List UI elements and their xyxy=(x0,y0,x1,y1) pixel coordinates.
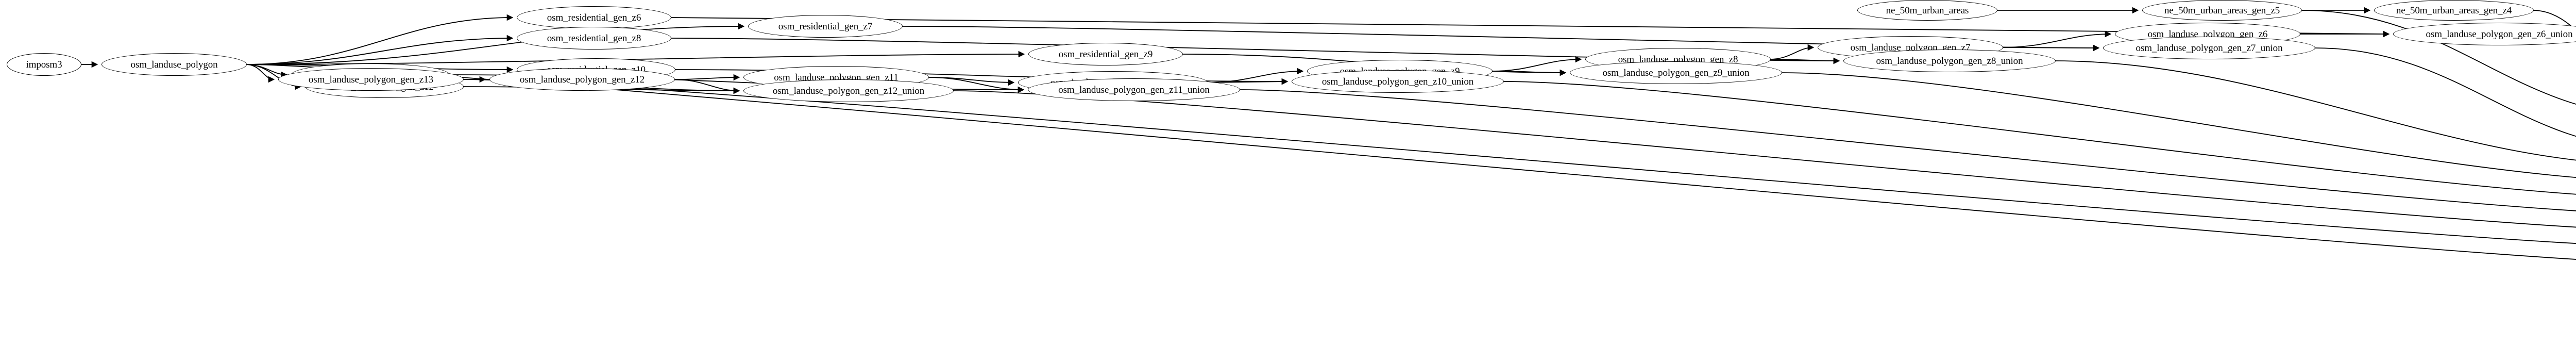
graph-edge xyxy=(673,74,740,81)
graph-node-osm-landuse-polygon-gen-z8-union[interactable]: osm_landuse_polygon_gen_z8_union xyxy=(1843,50,2056,72)
graph-node-osm-residential-gen-z9[interactable]: osm_residential_gen_z9 xyxy=(1028,43,1183,65)
graph-node-osm-landuse-polygon-gen-z13[interactable]: osm_landuse_polygon_gen_z13 xyxy=(278,68,464,91)
graph-node-ne-50m-urban-areas[interactable]: ne_50m_urban_areas xyxy=(1857,0,1997,21)
graph-node-osm-landuse-polygon-gen-z6-union[interactable]: osm_landuse_polygon_gen_z6_union xyxy=(2393,23,2576,45)
graph-edge xyxy=(2314,47,2576,137)
graph-edge xyxy=(245,23,745,65)
graph-edge xyxy=(245,64,2576,260)
graph-edge xyxy=(1206,68,1304,83)
graph-node-label: osm_landuse_polygon_gen_z11_union xyxy=(1058,84,1210,95)
graph-node-label: osm_landuse_polygon_gen_z12 xyxy=(519,74,645,85)
graph-edge xyxy=(1769,44,1815,60)
graph-node-ne-50m-urban-areas-gen-z5[interactable]: ne_50m_urban_areas_gen_z5 xyxy=(2142,0,2302,21)
graph-node-osm-landuse-polygon-gen-z10-union[interactable]: osm_landuse_polygon_gen_z10_union xyxy=(1292,70,1504,93)
graph-node-osm-landuse-polygon-gen-z9-union[interactable]: osm_landuse_polygon_gen_z9_union xyxy=(1570,61,1782,84)
graph-node-imposm3[interactable]: imposm3 xyxy=(7,53,81,76)
graph-node-ne-50m-urban-areas-gen-z4[interactable]: ne_50m_urban_areas_gen_z4 xyxy=(2374,0,2534,21)
graph-node-osm-landuse-polygon-gen-z11-union[interactable]: osm_landuse_polygon_gen_z11_union xyxy=(1028,78,1240,101)
graph-edge xyxy=(927,77,1015,86)
graph-node-label: osm_landuse_polygon_gen_z8_union xyxy=(1876,55,2023,67)
graph-node-osm-landuse-polygon[interactable]: osm_landuse_polygon xyxy=(101,53,247,76)
graph-node-label: osm_landuse_polygon_gen_z6_union xyxy=(2426,28,2573,40)
graph-node-label: osm_landuse_polygon_gen_z6 xyxy=(2147,28,2268,40)
graph-node-label: osm_landuse_polygon_gen_z10_union xyxy=(1321,76,1474,87)
graph-edge xyxy=(1491,56,1582,72)
graph-node-label: ne_50m_urban_areas_gen_z4 xyxy=(2396,5,2512,16)
graph-edge xyxy=(1206,78,1289,85)
graph-edge xyxy=(1781,72,2576,178)
graph-node-label: ne_50m_urban_areas_gen_z5 xyxy=(2164,5,2280,16)
graph-node-label: imposm3 xyxy=(26,59,62,70)
graph-edge xyxy=(952,90,2576,228)
graph-edge xyxy=(673,79,740,94)
graph-node-label: ne_50m_urban_areas xyxy=(1886,5,1969,16)
graph-edge xyxy=(2002,44,2100,52)
graph-edge xyxy=(1239,89,2576,211)
graph-node-label: osm_residential_gen_z6 xyxy=(547,12,641,23)
graph-edge xyxy=(245,14,514,65)
graph-node-label: osm_landuse_polygon xyxy=(130,59,218,70)
graph-edge xyxy=(245,64,288,78)
graph-node-label: osm_residential_gen_z7 xyxy=(778,21,873,32)
graph-edge xyxy=(245,64,275,83)
graph-node-osm-residential-gen-z7[interactable]: osm_residential_gen_z7 xyxy=(748,15,903,38)
graph-node-osm-residential-gen-z6[interactable]: osm_residential_gen_z6 xyxy=(517,6,671,29)
graph-edge xyxy=(1769,57,1840,64)
graph-edge xyxy=(462,79,2576,244)
graph-node-label: osm_residential_gen_z8 xyxy=(547,32,641,44)
graph-node-label: osm_landuse_polygon_gen_z7_union xyxy=(2136,42,2283,54)
graph-edge xyxy=(1502,81,2576,195)
graph-node-label: osm_residential_gen_z9 xyxy=(1058,48,1153,60)
graph-node-osm-landuse-polygon-gen-z7-union[interactable]: osm_landuse_polygon_gen_z7_union xyxy=(2103,37,2315,59)
graph-node-label: osm_landuse_polygon_gen_z13 xyxy=(308,74,434,85)
graph-node-osm-landuse-polygon-gen-z12-union[interactable]: osm_landuse_polygon_gen_z12_union xyxy=(743,79,954,102)
graph-edge xyxy=(245,35,514,65)
graph-node-label: osm_landuse_polygon_gen_z9_union xyxy=(1602,67,1750,78)
graph-node-label: osm_landuse_polygon_gen_z12_union xyxy=(772,85,925,96)
graph-node-osm-landuse-polygon-gen-z12[interactable]: osm_landuse_polygon_gen_z12 xyxy=(489,68,675,91)
graph-edge xyxy=(2002,30,2112,48)
graph-node-osm-residential-gen-z8[interactable]: osm_residential_gen_z8 xyxy=(517,27,671,50)
graph-edge xyxy=(2054,60,2576,161)
graph-edge xyxy=(1491,69,1567,76)
